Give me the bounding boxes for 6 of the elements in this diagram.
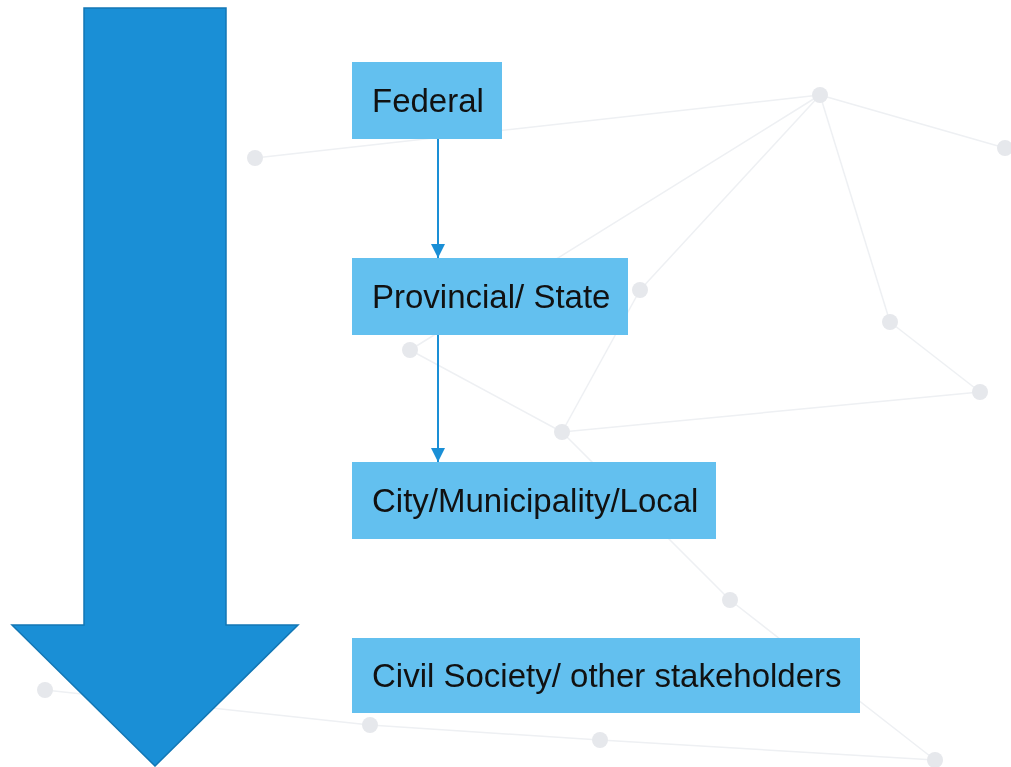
level-box: Federal (352, 62, 502, 139)
level-box: Civil Society/ other stakeholders (352, 638, 860, 713)
arrow (431, 138, 445, 259)
arrow (431, 334, 445, 463)
level-box: City/Municipality/Local (352, 462, 717, 539)
level-box: Provincial/ State (352, 258, 629, 335)
